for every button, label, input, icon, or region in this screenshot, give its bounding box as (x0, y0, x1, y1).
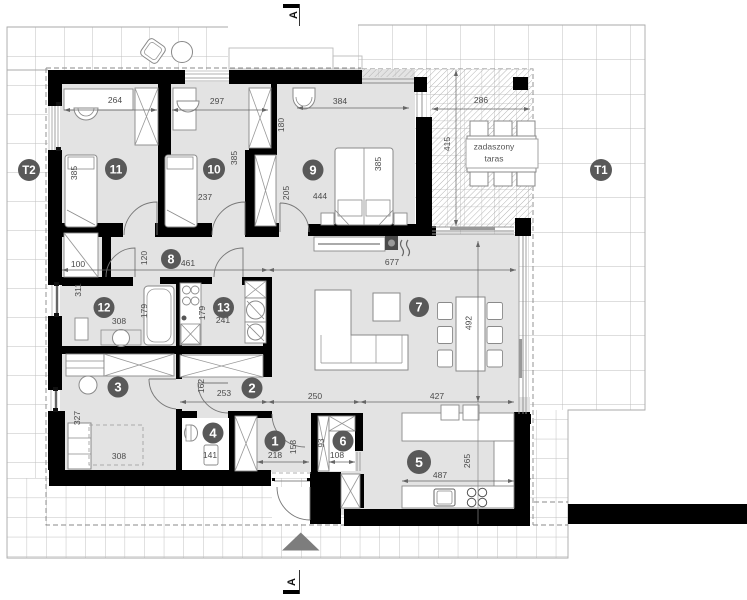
svg-text:286: 286 (474, 95, 488, 105)
svg-text:264: 264 (108, 95, 122, 105)
svg-text:9: 9 (309, 163, 316, 178)
svg-text:13: 13 (217, 303, 230, 315)
svg-text:253: 253 (217, 388, 231, 398)
svg-text:179: 179 (139, 304, 149, 318)
svg-text:205: 205 (281, 186, 291, 200)
svg-text:108: 108 (330, 450, 344, 460)
svg-text:241: 241 (216, 315, 230, 325)
svg-text:179: 179 (197, 306, 207, 320)
svg-text:2: 2 (248, 381, 255, 396)
svg-text:6: 6 (340, 435, 347, 449)
svg-text:384: 384 (333, 96, 347, 106)
svg-text:100: 100 (71, 259, 85, 269)
svg-text:141: 141 (203, 450, 217, 460)
svg-text:327: 327 (72, 411, 82, 425)
svg-text:12: 12 (98, 303, 111, 315)
svg-text:zadaszony: zadaszony (474, 142, 515, 152)
svg-text:265: 265 (462, 454, 472, 468)
svg-text:A: A (286, 578, 298, 586)
svg-text:158: 158 (288, 440, 298, 454)
svg-text:385: 385 (229, 151, 239, 165)
svg-text:93: 93 (317, 438, 326, 447)
svg-text:461: 461 (181, 258, 195, 268)
svg-text:677: 677 (385, 257, 399, 267)
svg-text:A: A (288, 11, 300, 19)
svg-text:311: 311 (73, 283, 83, 297)
svg-text:427: 427 (430, 391, 444, 401)
svg-text:T2: T2 (22, 165, 35, 177)
svg-text:415: 415 (442, 137, 452, 151)
svg-text:487: 487 (433, 470, 447, 480)
svg-text:308: 308 (112, 316, 126, 326)
svg-text:237: 237 (198, 192, 212, 202)
svg-text:8: 8 (168, 253, 175, 267)
svg-text:297: 297 (210, 96, 224, 106)
svg-text:7: 7 (416, 301, 423, 315)
svg-text:11: 11 (110, 162, 123, 176)
svg-text:385: 385 (373, 157, 383, 171)
svg-text:taras: taras (485, 154, 504, 164)
svg-text:5: 5 (415, 454, 423, 470)
svg-text:444: 444 (313, 191, 327, 201)
svg-text:10: 10 (207, 162, 221, 176)
svg-text:4: 4 (209, 426, 217, 441)
svg-text:T1: T1 (594, 165, 608, 177)
svg-text:218: 218 (268, 450, 282, 460)
svg-text:492: 492 (464, 316, 474, 330)
svg-text:1: 1 (271, 434, 278, 449)
svg-text:308: 308 (112, 451, 126, 461)
svg-text:120: 120 (139, 251, 149, 265)
svg-text:250: 250 (308, 391, 322, 401)
svg-text:162: 162 (196, 379, 206, 393)
svg-text:180: 180 (276, 118, 286, 132)
svg-text:3: 3 (114, 380, 121, 395)
svg-text:385: 385 (69, 166, 79, 180)
